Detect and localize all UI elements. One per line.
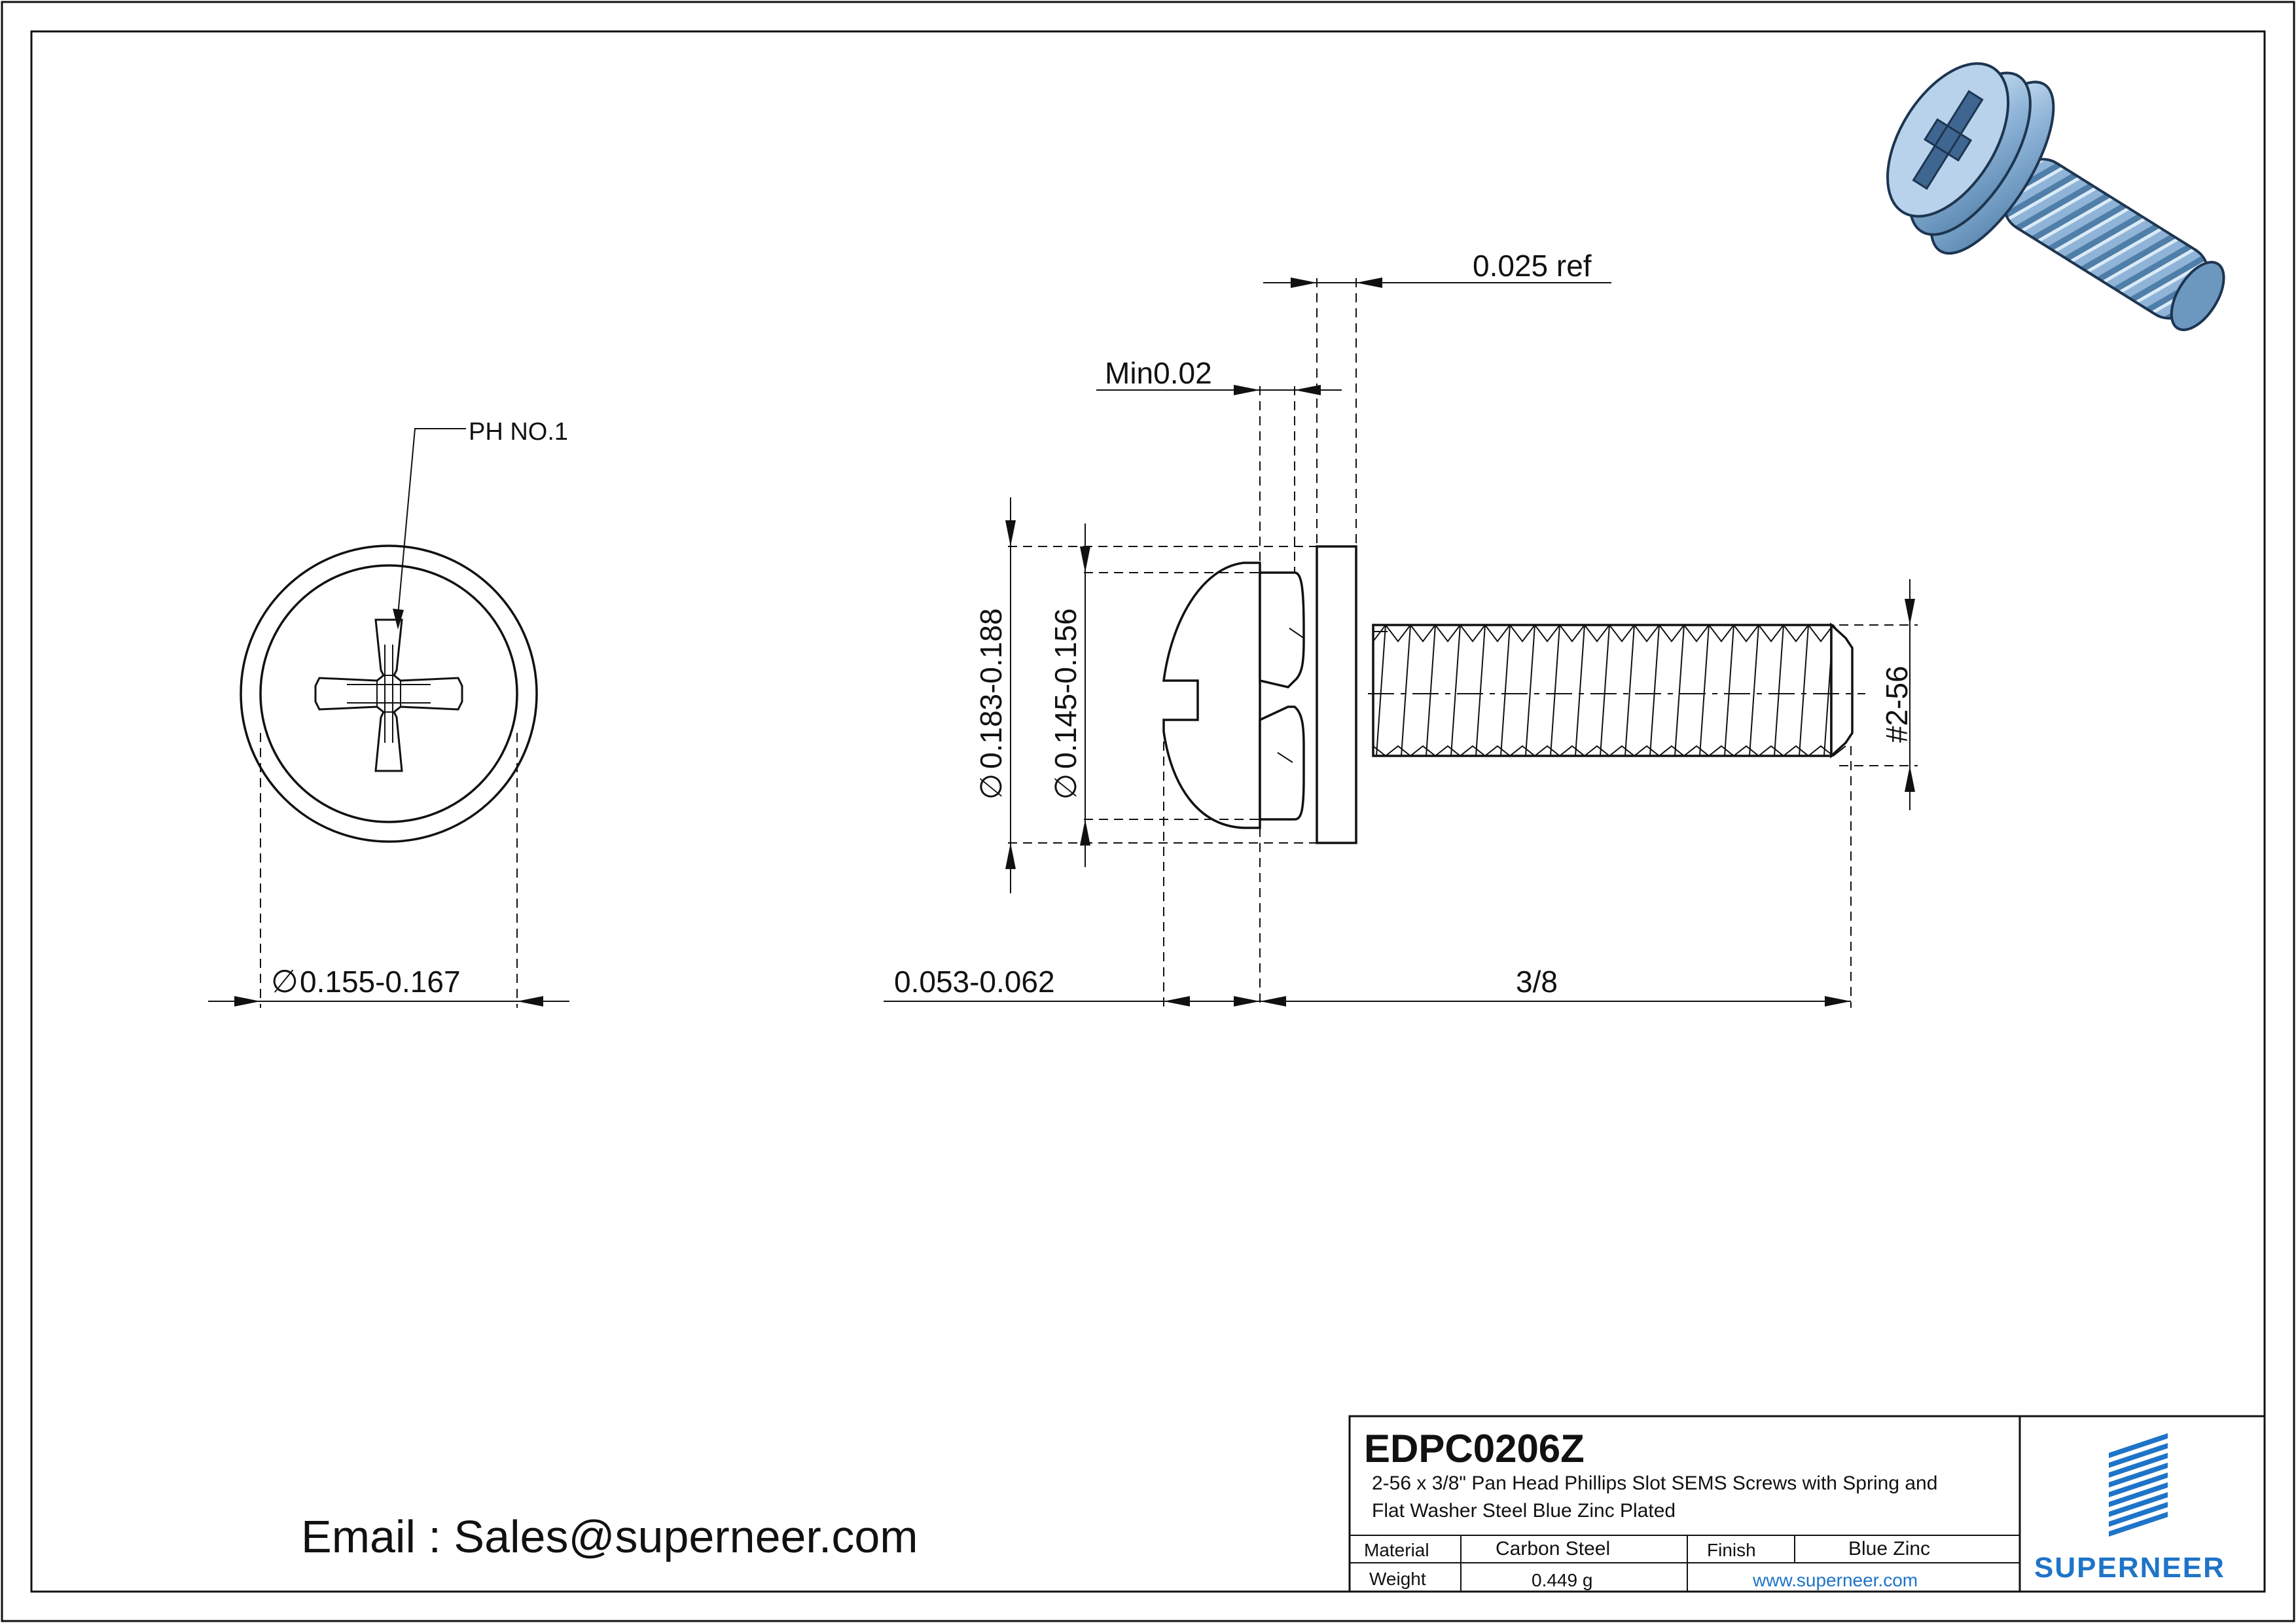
thread-helix-line: [1575, 624, 1585, 757]
logo-stripe: [2109, 1512, 2168, 1537]
thread-helix-line: [1475, 624, 1486, 757]
flat-washer-diameter-symbol: ∅: [974, 774, 1008, 800]
logo-stripe: [2109, 1463, 2168, 1488]
side-view: ∅ 0.183-0.188 ∅ 0.145-0.156 #2-56 0.053-…: [884, 249, 1918, 1008]
logo-stripe: [2109, 1443, 2168, 1468]
spring-washer-lower: [1259, 705, 1305, 821]
inner-border: [30, 30, 2266, 1593]
description-line-2: Flat Washer Steel Blue Zinc Plated: [1372, 1500, 1676, 1522]
thread-profile: [1372, 624, 1846, 757]
thread-helix-line: [1426, 624, 1436, 757]
spring-washer-upper: [1259, 571, 1305, 688]
thread-helix-line: [1525, 624, 1535, 757]
description-line-1: 2-56 x 3/8" Pan Head Phillips Slot SEMS …: [1372, 1472, 1937, 1494]
thread-helix-line: [1550, 624, 1560, 757]
weight-label: Weight: [1369, 1569, 1426, 1589]
logo-stripe: [2109, 1492, 2168, 1517]
material-value: Carbon Steel: [1496, 1538, 1610, 1560]
finish-label: Finish: [1707, 1540, 1756, 1560]
flat-washer: [1316, 545, 1357, 844]
head-inner-circle: [259, 564, 518, 823]
material-label: Material: [1364, 1540, 1429, 1560]
drive-label: PH NO.1: [469, 418, 568, 446]
thread-helix-line: [1500, 624, 1511, 757]
title-block: EDPC0206Z 2-56 x 3/8" Pan Head Phillips …: [1348, 1415, 2266, 1593]
logo-stripe: [2109, 1472, 2168, 1497]
thread-dimension: #2-56: [1880, 666, 1914, 743]
thread-helix-line: [1376, 624, 1386, 757]
thread-helix-line: [1649, 624, 1660, 757]
thread-helix-line: [1600, 624, 1610, 757]
logo-stripe: [2109, 1433, 2168, 1458]
thread-helix-line: [1749, 624, 1759, 757]
thread-helix-line: [1624, 624, 1635, 757]
logo-stripe: [2109, 1502, 2168, 1527]
weight-value: 0.449 g: [1532, 1570, 1592, 1590]
thread-helix-line: [1799, 624, 1809, 757]
website-link[interactable]: www.superneer.com: [1752, 1570, 1918, 1590]
ref-dimension: 0.025 ref: [1473, 249, 1592, 283]
thread-helix-line: [1401, 624, 1411, 757]
logo-stripe: [2109, 1482, 2168, 1507]
logo-stripe: [2109, 1453, 2168, 1478]
spring-washer-diameter-dimension: 0.145-0.156: [1049, 608, 1083, 769]
logo-text: SUPERNEER: [2034, 1552, 2225, 1584]
thread-helix-line: [1774, 624, 1784, 757]
finish-value: Blue Zinc: [1848, 1538, 1930, 1560]
screw-3d-render-icon: [1886, 62, 2225, 331]
pan-head: [1162, 562, 1261, 829]
thread-helix-line: [1699, 624, 1710, 757]
email-contact[interactable]: Email : Sales@superneer.com: [301, 1511, 918, 1562]
recess-diameter-symbol: ∅: [271, 965, 298, 999]
length-dimension: 3/8: [1516, 965, 1558, 999]
stacked-stripes-logo: [2109, 1433, 2168, 1537]
thread-helix-line: [1724, 624, 1734, 757]
flat-washer-diameter-dimension: 0.183-0.188: [974, 608, 1008, 769]
head-height-dimension: 0.053-0.062: [894, 965, 1055, 999]
top-view: PH NO.1 ∅ 0.155-0.167: [208, 418, 569, 1008]
min-dimension: Min0.02: [1105, 356, 1212, 390]
recess-diameter-dimension: 0.155-0.167: [300, 965, 461, 999]
thread-helix-line: [1450, 624, 1461, 757]
thread-helix-line: [1674, 624, 1685, 757]
part-number: EDPC0206Z: [1364, 1427, 1585, 1471]
spring-washer-diameter-symbol: ∅: [1049, 774, 1083, 800]
